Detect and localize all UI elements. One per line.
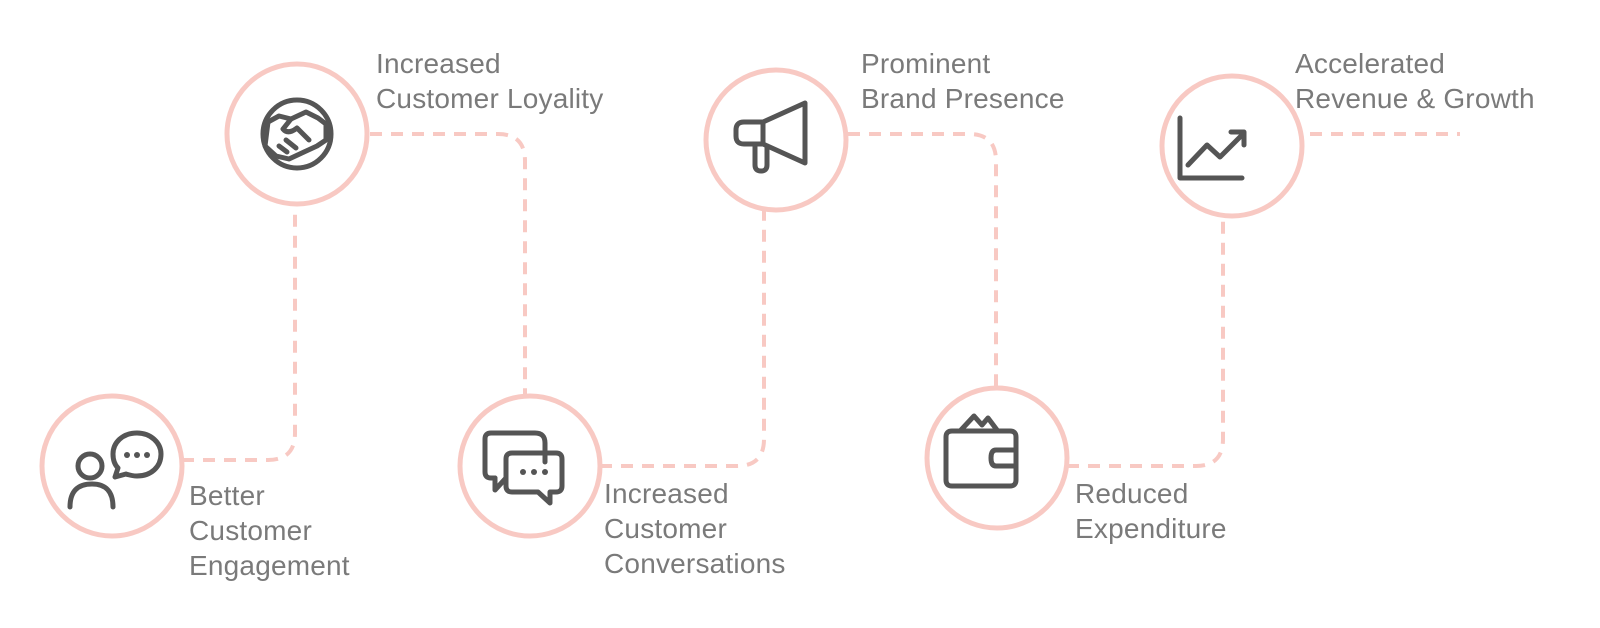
step-label-line: Customer xyxy=(604,513,727,544)
connector-1-2 xyxy=(182,204,297,462)
step-node-expenditure xyxy=(924,385,1070,531)
step-node-loyalty xyxy=(224,61,370,207)
step-node-engagement xyxy=(39,393,185,539)
conversation-icon xyxy=(482,430,565,506)
step-label-loyalty: Increased Customer Loyality xyxy=(376,46,603,116)
step-label-line: Better xyxy=(189,480,265,511)
step-label-brand: Prominent Brand Presence xyxy=(861,46,1065,116)
growth-chart-icon xyxy=(1177,115,1247,181)
step-label-line: Engagement xyxy=(189,550,350,581)
step-label-line: Accelerated xyxy=(1295,48,1446,79)
step-label-growth: Accelerated Revenue & Growth xyxy=(1295,46,1535,116)
step-label-line: Customer Loyality xyxy=(376,83,604,114)
step-label-line: Brand Presence xyxy=(861,83,1065,114)
connector-3-4 xyxy=(600,210,766,468)
step-label-line: Prominent xyxy=(861,48,991,79)
connector-2-3 xyxy=(370,132,527,397)
step-label-expenditure: Reduced Expenditure xyxy=(1075,476,1227,546)
connector-4-5 xyxy=(848,132,998,388)
connector-5-6 xyxy=(1067,218,1225,468)
step-label-conversations: Increased Customer Conversations xyxy=(604,476,786,581)
step-label-line: Reduced xyxy=(1075,478,1189,509)
wallet-icon xyxy=(943,413,1019,489)
step-label-engagement: Better Customer Engagement xyxy=(189,478,350,583)
chat-user-icon xyxy=(67,430,164,510)
step-label-line: Increased xyxy=(604,478,729,509)
step-label-line: Increased xyxy=(376,48,501,79)
step-label-line: Revenue & Growth xyxy=(1295,83,1535,114)
step-label-line: Conversations xyxy=(604,548,786,579)
step-node-conversations xyxy=(457,393,603,539)
step-node-brand xyxy=(703,67,849,213)
step-label-line: Expenditure xyxy=(1075,513,1227,544)
step-label-line: Customer xyxy=(189,515,312,546)
handshake-icon xyxy=(260,97,334,171)
megaphone-icon xyxy=(733,100,808,174)
